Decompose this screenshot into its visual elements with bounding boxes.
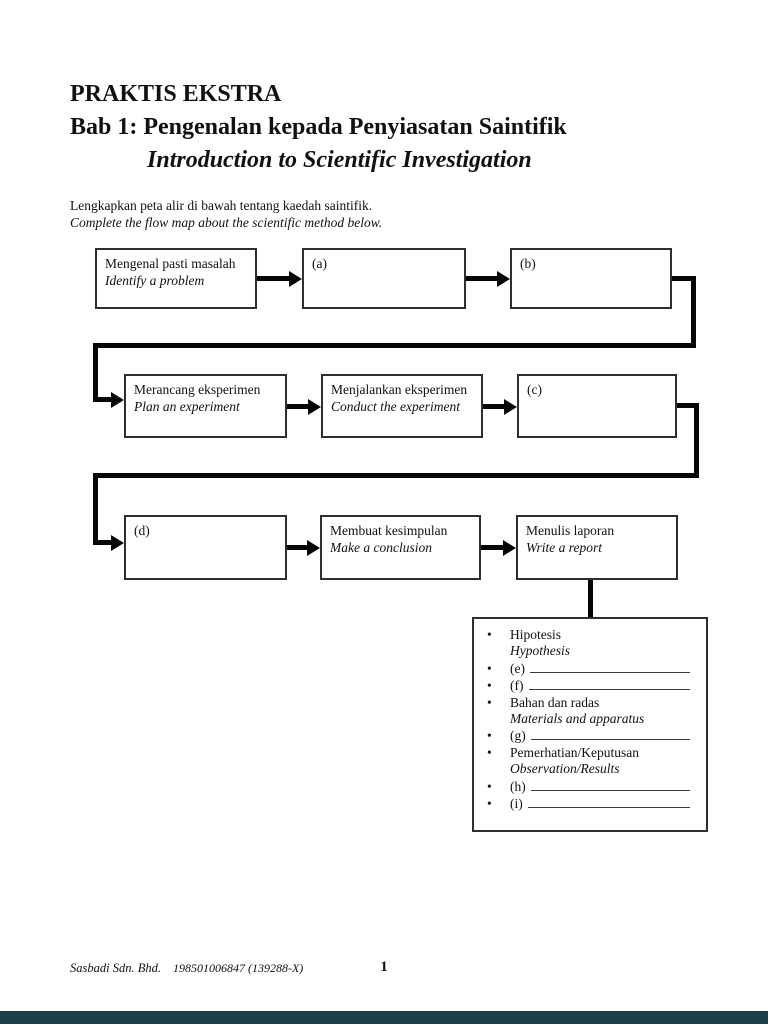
registration-number: 198501006847 (139288-X) [172,961,304,975]
list-item: • (f) [474,677,692,694]
flow-connector [691,276,696,348]
answer-blank [528,677,690,691]
arrowhead-icon [497,270,510,287]
box-label: (d) [134,523,150,538]
arrowhead-icon [503,539,516,556]
box-text-english: Make a conclusion [330,540,432,555]
list-item: • (i) [474,795,692,812]
arrowhead-icon [308,398,321,415]
box-label: (c) [527,382,542,397]
box-text-malay: Menulis laporan [526,523,615,538]
flow-box-plan-experiment: Merancang eksperimen Plan an experiment [124,374,287,438]
arrowhead-icon [307,539,320,556]
flow-connector [97,540,112,545]
blank-label: (h) [510,778,526,794]
flow-connector [93,343,696,348]
blank-label: (i) [510,796,523,812]
flow-box-blank-c: (c) [517,374,677,438]
bullet-icon: • [487,728,492,744]
arrow-right-icon [287,545,307,550]
list-item: • Bahan dan radas [474,695,692,711]
page-title: PRAKTIS EKSTRA [70,81,282,107]
flow-box-conduct-experiment: Menjalankan eksperimen Conduct the exper… [321,374,483,438]
page-header: PRAKTIS EKSTRA Bab 1: Pengenalan kepada … [70,78,567,177]
report-details-box: • Hipotesis Hypothesis • (e) • (f) • Bah… [472,617,708,832]
bullet-icon: • [487,627,492,642]
flow-connector [588,580,593,617]
instruction-english: Complete the flow map about the scientif… [70,214,383,230]
box-text-malay: Mengenal pasti masalah [105,256,236,271]
answer-blank [530,778,690,791]
instruction-malay: Lengkapkan peta alir di bawah tentang ka… [70,198,373,213]
flow-box-blank-b: (b) [510,248,672,309]
detail-malay: Pemerhatian/Keputusan [510,744,639,760]
flow-connector [93,343,98,402]
answer-blank [530,727,690,741]
bullet-icon: • [487,796,492,812]
blank-label: (e) [510,660,525,676]
arrowhead-icon [289,270,302,287]
arrowhead-icon [504,398,517,415]
list-item: • (h) [474,778,692,795]
box-text-english: Plan an experiment [134,399,240,414]
chapter-title: Bab 1: Pengenalan kepada Penyiasatan Sai… [70,114,567,140]
flow-box-blank-d: (d) [124,515,287,580]
page-number: 1 [380,959,388,975]
flow-connector [672,276,696,281]
bullet-icon: • [487,678,492,694]
flow-connector [93,473,699,478]
box-text-english: Conduct the experiment [331,399,460,414]
blank-label: (g) [510,728,526,744]
flow-connector [677,403,699,408]
bullet-icon: • [487,744,492,760]
list-item: • (g) [474,727,692,744]
instructions: Lengkapkan peta alir di bawah tentang ka… [70,198,382,231]
box-label: (b) [520,256,536,271]
arrow-right-icon [287,404,308,409]
detail-english: Materials and apparatus [510,711,645,727]
answer-blank [529,660,690,673]
box-label: (a) [312,256,327,271]
footer: Sasbadi Sdn. Bhd. 198501006847 (139288-X) [70,961,303,976]
bullet-icon: • [487,778,492,794]
detail-english: Hypothesis [510,643,570,659]
flow-box-identify-problem: Mengenal pasti masalah Identify a proble… [95,248,257,309]
box-text-english: Write a report [526,540,602,555]
answer-blank [527,795,690,809]
detail-english: Observation/Results [510,761,620,777]
flow-box-blank-a: (a) [302,248,466,309]
box-text-malay: Menjalankan eksperimen [331,382,468,397]
blank-label: (f) [510,678,524,694]
list-item: • (e) [474,660,692,677]
bottom-bar [0,1011,768,1024]
list-item: • Hipotesis [474,627,692,643]
arrow-right-icon [257,276,291,281]
detail-malay: Hipotesis [510,627,562,642]
publisher-name: Sasbadi Sdn. Bhd. [70,961,161,975]
flow-box-make-conclusion: Membuat kesimpulan Make a conclusion [320,515,481,580]
flow-connector [93,473,98,545]
flow-box-write-report: Menulis laporan Write a report [516,515,678,580]
flow-connector [694,403,699,478]
box-text-english: Identify a problem [105,273,205,288]
chapter-title-english: Introduction to Scientific Investigation [147,147,532,173]
list-item: • Pemerhatian/Keputusan [474,745,692,761]
arrow-right-icon [466,276,499,281]
box-text-malay: Merancang eksperimen [134,382,261,397]
flow-connector [97,397,112,402]
arrow-right-icon [483,404,504,409]
bullet-icon: • [487,660,492,676]
box-text-malay: Membuat kesimpulan [330,523,448,538]
bullet-icon: • [487,694,492,710]
arrow-right-icon [481,545,503,550]
arrowhead-icon [111,391,124,408]
detail-malay: Bahan dan radas [510,694,600,710]
arrowhead-icon [111,534,124,551]
